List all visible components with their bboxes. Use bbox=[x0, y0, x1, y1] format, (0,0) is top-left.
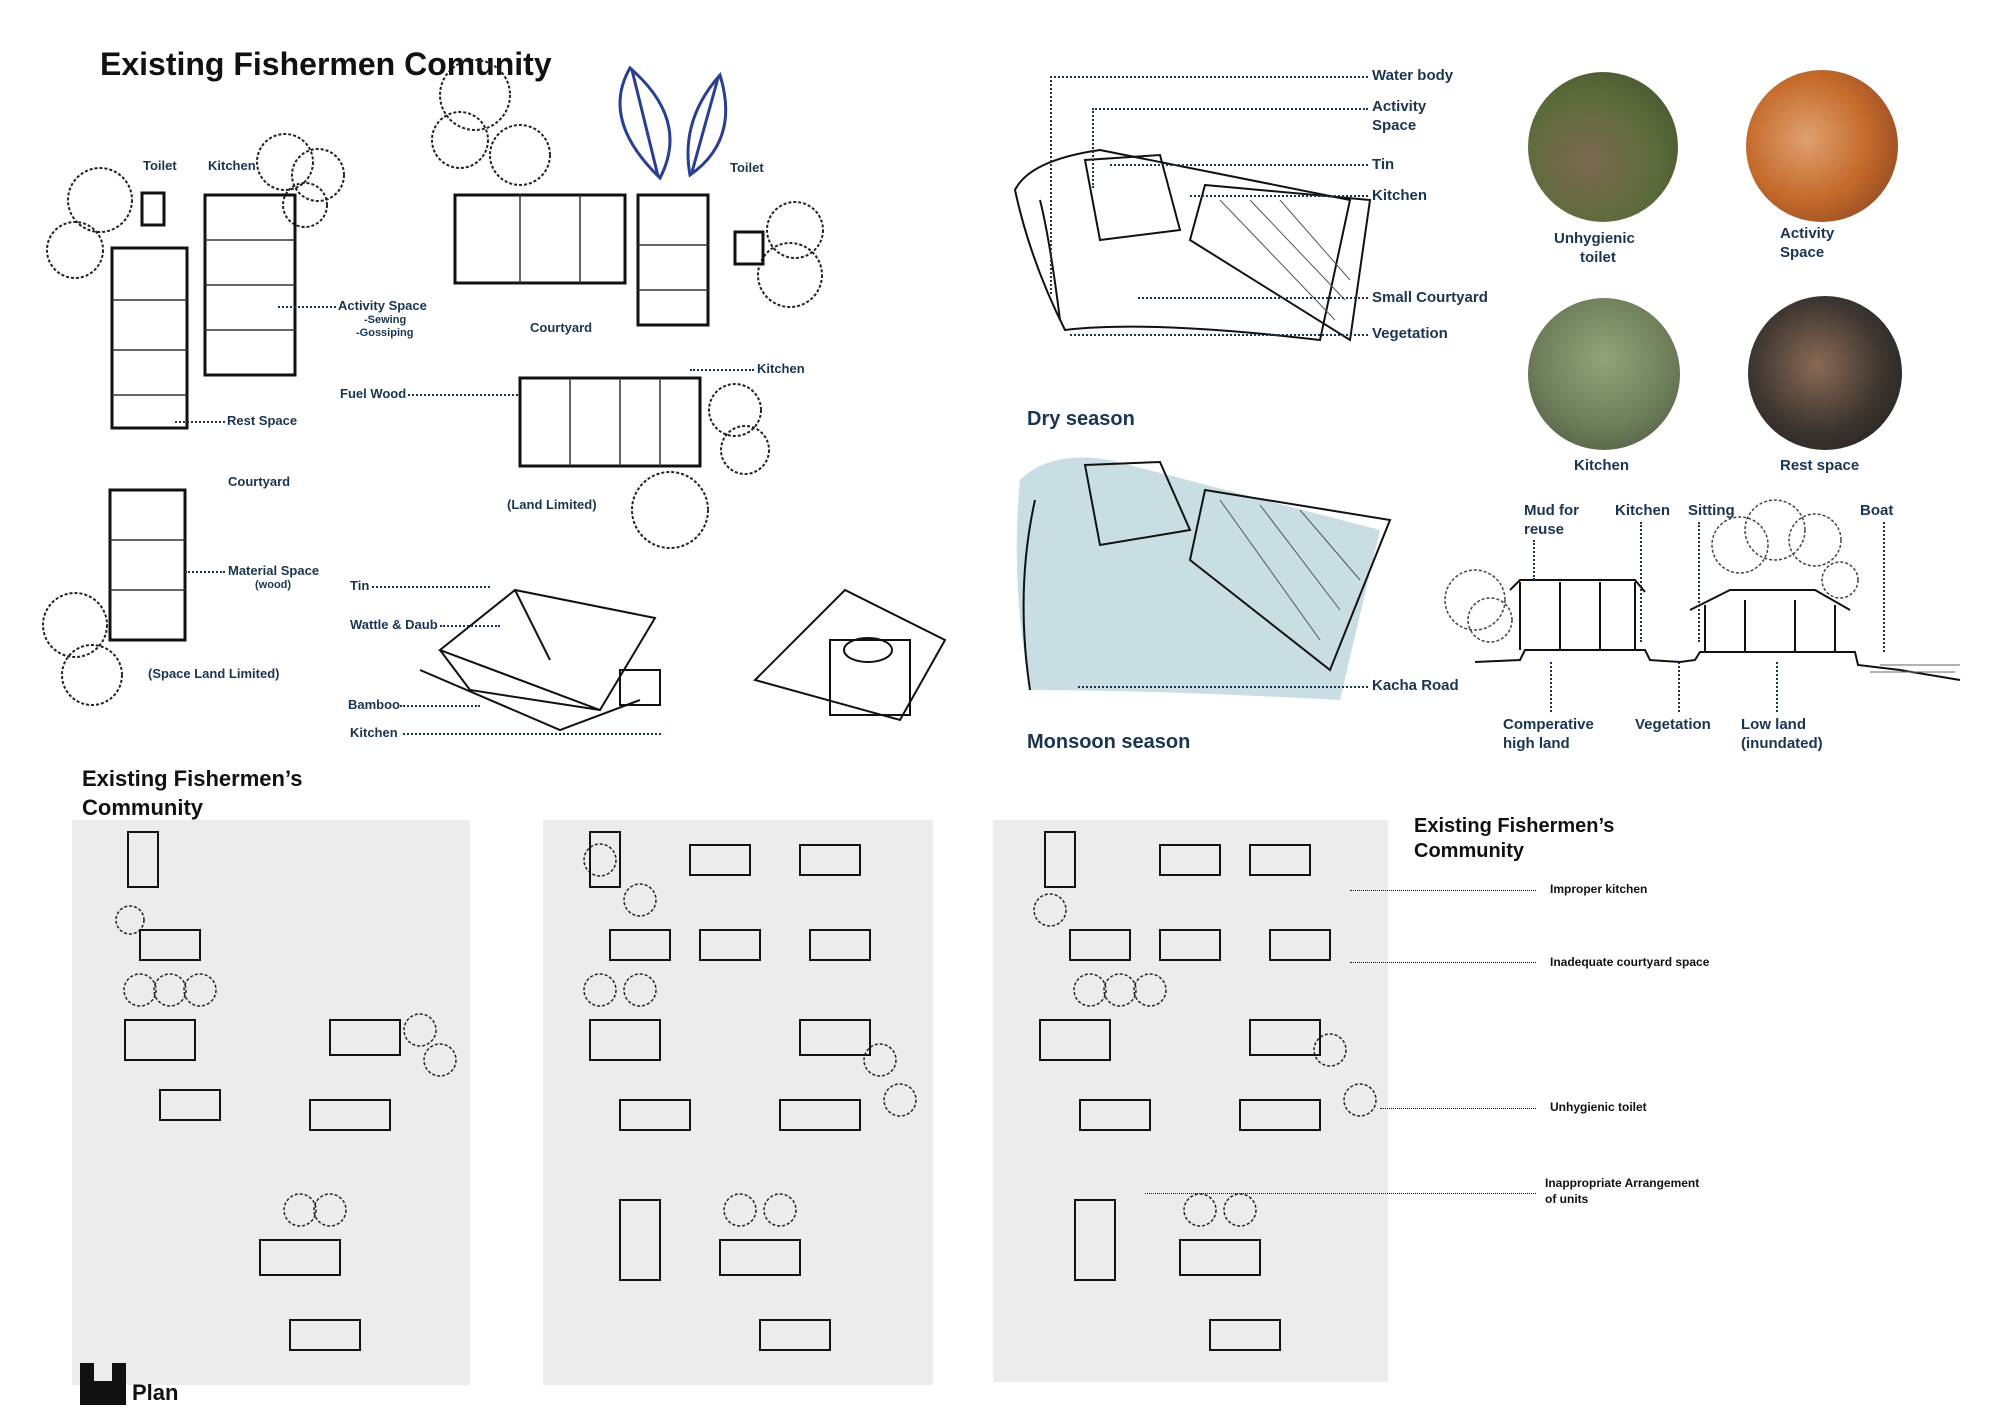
leader-sitting bbox=[1698, 522, 1700, 642]
issue-inadequate-courtyard: Inadequate courtyard space bbox=[1550, 955, 1710, 969]
leader-inappropriate-arrangement bbox=[1145, 1193, 1536, 1194]
leader-material bbox=[185, 571, 225, 573]
issue-of-units: of units bbox=[1545, 1192, 1589, 1206]
leader-fuel bbox=[408, 394, 518, 396]
label-toilet-mid: Toilet bbox=[730, 160, 764, 175]
leader-sketch-tin bbox=[372, 586, 490, 588]
label-space-land-limited: (Space Land Limited) bbox=[148, 666, 280, 681]
label-sitting: Sitting bbox=[1688, 502, 1735, 519]
bottom-heading-left-2: Community bbox=[82, 795, 203, 820]
leader-tin bbox=[1110, 164, 1368, 166]
issue-unhygienic-toilet: Unhygienic toilet bbox=[1550, 1100, 1647, 1114]
site-plan-1 bbox=[72, 820, 470, 1385]
leader-improper-kitchen bbox=[1350, 890, 1536, 891]
leader-kitchen-mid bbox=[690, 369, 754, 371]
label-photo-2b: Space bbox=[1780, 244, 1825, 261]
leader-activity-season bbox=[1092, 108, 1368, 110]
site-plan-2 bbox=[543, 820, 933, 1385]
leader-inadequate-courtyard bbox=[1350, 962, 1536, 963]
photo-activity-space bbox=[1746, 70, 1898, 222]
label-tin: Tin bbox=[1372, 156, 1395, 173]
leader-boat bbox=[1883, 522, 1885, 652]
leader-unhygienic-toilet bbox=[1380, 1108, 1536, 1109]
label-photo-1a: Unhygienic bbox=[1554, 230, 1635, 247]
label-courtyard-left: Courtyard bbox=[228, 474, 291, 489]
label-fuel-wood: Fuel Wood bbox=[340, 386, 407, 401]
site-plan-3 bbox=[993, 820, 1388, 1382]
label-high-2: high land bbox=[1503, 735, 1570, 752]
label-sewing: -Sewing bbox=[364, 314, 407, 326]
leader-wattle bbox=[440, 625, 500, 627]
label-low-2: (inundated) bbox=[1741, 735, 1823, 752]
leader-high-land bbox=[1550, 662, 1552, 712]
label-photo-2a: Activity bbox=[1780, 225, 1835, 242]
label-bamboo: Bamboo bbox=[348, 697, 400, 712]
label-wood: (wood) bbox=[255, 579, 292, 591]
label-sketch-tin: Tin bbox=[350, 578, 370, 593]
leader-section-kitchen bbox=[1640, 522, 1642, 642]
leader-small-courtyard bbox=[1138, 297, 1368, 299]
label-water-body: Water body bbox=[1372, 67, 1454, 84]
label-mud-2: reuse bbox=[1524, 521, 1565, 538]
leader-vegetation-section bbox=[1678, 662, 1680, 712]
photo-rest-space bbox=[1748, 296, 1902, 450]
leader-water-vertical bbox=[1050, 76, 1052, 294]
label-mud-1: Mud for bbox=[1524, 502, 1579, 519]
dry-season-title: Dry season bbox=[1027, 408, 1135, 430]
label-gossiping: -Gossiping bbox=[356, 327, 414, 339]
main-title: Existing Fishermen Comunity bbox=[100, 46, 552, 82]
label-low-1: Low land bbox=[1741, 716, 1806, 733]
leader-sketch-kitchen bbox=[403, 733, 661, 735]
label-activity-space-2: Space bbox=[1372, 117, 1417, 134]
label-toilet-left: Toilet bbox=[143, 158, 177, 173]
leader-low-land bbox=[1776, 662, 1778, 712]
label-wattle-daub: Wattle & Daub bbox=[350, 617, 438, 632]
issue-inappropriate-arrangement: Inappropriate Arrangement bbox=[1545, 1176, 1700, 1190]
leader-kitchen-season bbox=[1190, 195, 1368, 197]
bottom-heading-right-2: Community bbox=[1414, 840, 1524, 862]
label-land-limited: (Land Limited) bbox=[507, 497, 597, 512]
bottom-heading-left-1: Existing Fishermen’s bbox=[82, 766, 303, 791]
label-kacha-road: Kacha Road bbox=[1372, 677, 1459, 694]
label-high-1: Comperative bbox=[1503, 716, 1594, 733]
label-photo-4: Rest space bbox=[1780, 457, 1860, 474]
label-activity-space-1: Activity bbox=[1372, 98, 1427, 115]
plan-icon bbox=[80, 1363, 126, 1405]
label-vegetation-season: Vegetation bbox=[1372, 325, 1448, 342]
label-photo-3: Kitchen bbox=[1574, 457, 1630, 474]
label-vegetation-section: Vegetation bbox=[1635, 716, 1711, 733]
label-kitchen-left: Kitchen bbox=[208, 158, 256, 173]
leader-activity bbox=[278, 306, 336, 308]
label-activity-space: Activity Space bbox=[338, 298, 427, 313]
label-material-space: Material Space bbox=[228, 563, 320, 578]
leader-vegetation-season bbox=[1070, 334, 1368, 336]
label-small-courtyard: Small Courtyard bbox=[1372, 289, 1488, 306]
plan-caption: Plan bbox=[132, 1380, 179, 1405]
photo-kitchen bbox=[1528, 298, 1680, 450]
label-courtyard-mid: Courtyard bbox=[530, 320, 593, 335]
issue-improper-kitchen: Improper kitchen bbox=[1550, 882, 1648, 896]
label-rest-space: Rest Space bbox=[227, 413, 298, 428]
label-kitchen-season: Kitchen bbox=[1372, 187, 1428, 204]
leader-activity-vertical bbox=[1092, 108, 1094, 188]
leader-kacha-road bbox=[1078, 686, 1368, 688]
label-photo-1b: toilet bbox=[1580, 249, 1616, 266]
leader-rest bbox=[175, 421, 225, 423]
label-section-kitchen: Kitchen bbox=[1615, 502, 1671, 519]
leader-bamboo bbox=[400, 705, 480, 707]
label-boat: Boat bbox=[1860, 502, 1894, 519]
bottom-heading-right-1: Existing Fishermen’s bbox=[1414, 815, 1615, 837]
label-kitchen-mid: Kitchen bbox=[757, 361, 805, 376]
monsoon-season-title: Monsoon season bbox=[1027, 731, 1191, 753]
leader-mud bbox=[1533, 540, 1535, 580]
leader-water bbox=[1050, 76, 1368, 78]
label-sketch-kitchen: Kitchen bbox=[350, 725, 398, 740]
photo-unhygienic-toilet bbox=[1528, 72, 1678, 222]
